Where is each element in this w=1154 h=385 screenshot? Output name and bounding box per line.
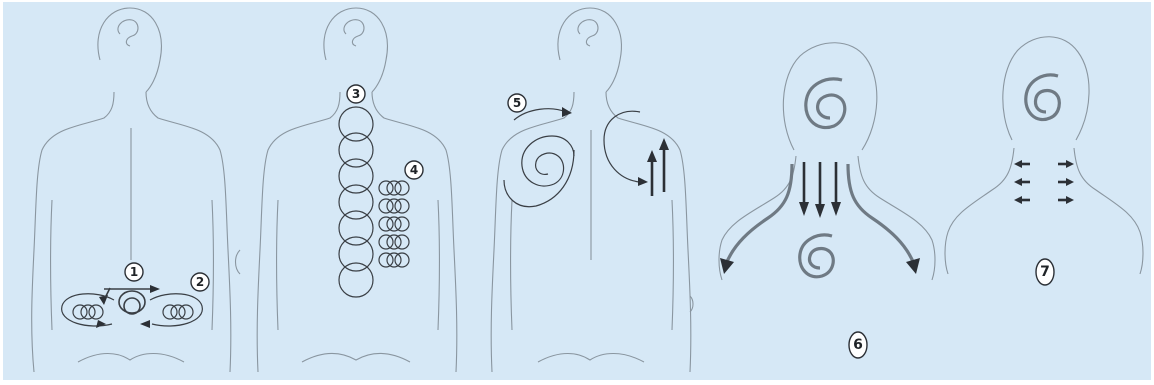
step-7-side-arrows bbox=[1014, 160, 1074, 204]
step-7-number: 7 bbox=[1040, 264, 1050, 280]
step-6-number: 6 bbox=[853, 337, 863, 353]
step-6-down-arrows bbox=[799, 162, 841, 218]
head-spiral bbox=[806, 79, 845, 128]
hand-edge bbox=[236, 250, 241, 274]
body-outline-back bbox=[32, 8, 231, 372]
head-neck-outline bbox=[945, 37, 1143, 274]
step-2-side-ovals bbox=[62, 294, 203, 328]
step-5-right-strokes bbox=[604, 111, 669, 196]
step-3-number-badge: 3 bbox=[347, 85, 365, 103]
diagram-panel: 1 2 bbox=[3, 2, 1151, 380]
step-3-number: 3 bbox=[352, 87, 360, 101]
step-4-side-circles bbox=[379, 181, 409, 267]
step-7-number-badge: 7 bbox=[1036, 259, 1054, 285]
step-2-number-badge: 2 bbox=[191, 273, 209, 291]
figure-shoulders-back: 5 bbox=[491, 8, 693, 372]
body-outline-back bbox=[491, 8, 691, 372]
step-6-number-badge: 6 bbox=[849, 332, 867, 358]
step-5-number-badge: 5 bbox=[508, 94, 526, 112]
chest-spiral bbox=[800, 235, 834, 277]
figure-lower-back: 1 2 bbox=[32, 8, 231, 372]
step-1-number: 1 bbox=[130, 265, 138, 279]
step-1-number-badge: 1 bbox=[125, 263, 143, 281]
step-2-number: 2 bbox=[196, 275, 204, 289]
step-5-left-spiral bbox=[504, 107, 574, 207]
head-spiral bbox=[1026, 75, 1060, 120]
step-4-number: 4 bbox=[410, 163, 418, 177]
figure-spine-back: 3 4 bbox=[236, 8, 457, 372]
step-3-spine-circles bbox=[339, 107, 373, 297]
figure-neck-downward: 6 bbox=[719, 43, 935, 358]
body-outline-back bbox=[257, 8, 457, 372]
massage-steps-diagram: 1 2 bbox=[3, 2, 1151, 380]
figure-neck-sideways: 7 bbox=[945, 37, 1143, 285]
step-5-number: 5 bbox=[513, 96, 521, 110]
step-4-number-badge: 4 bbox=[405, 161, 423, 179]
